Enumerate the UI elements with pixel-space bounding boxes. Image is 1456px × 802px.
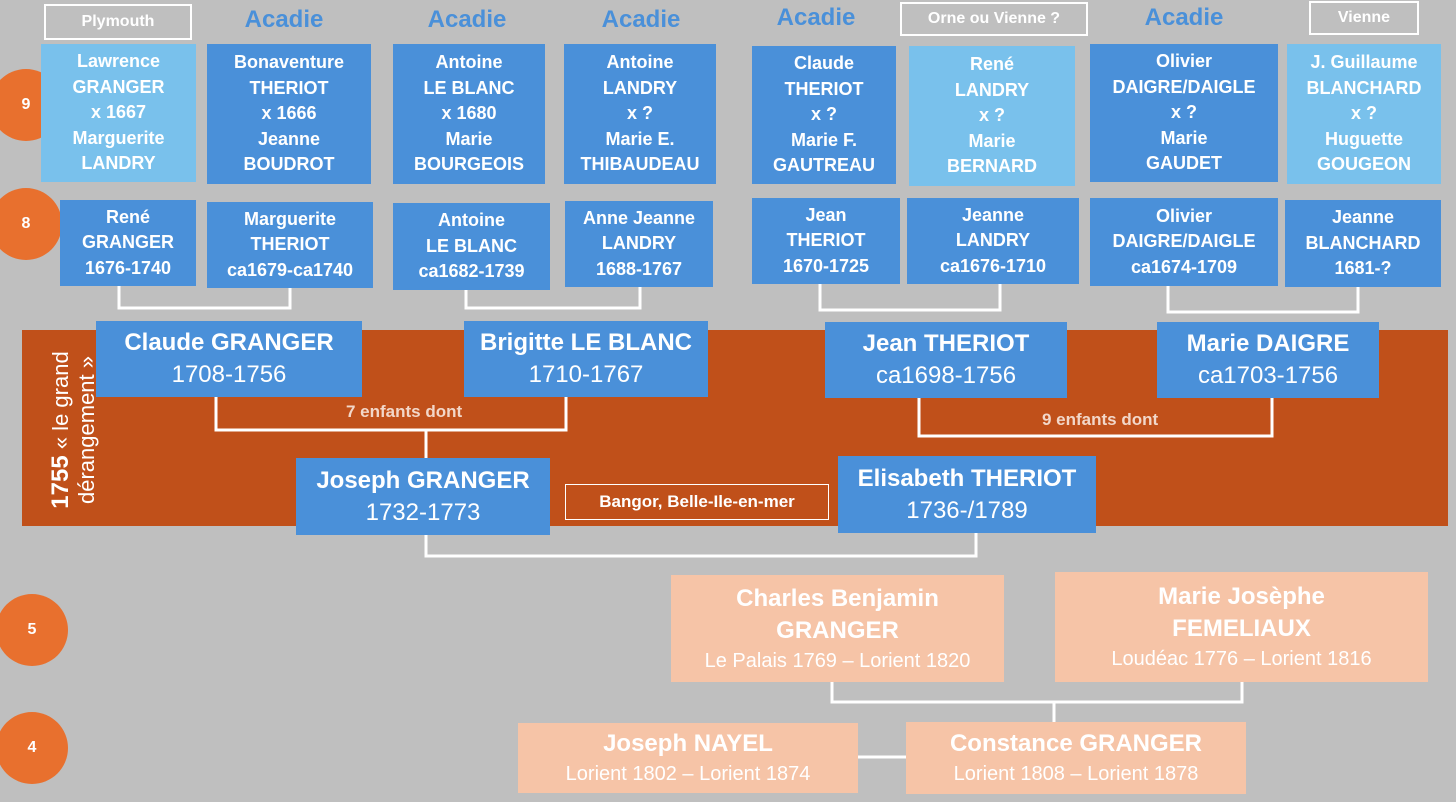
origin-acadie-1: Acadie bbox=[244, 6, 324, 33]
origin-acadie-3: Acadie bbox=[601, 6, 681, 33]
origin-acadie-5: Acadie bbox=[1144, 4, 1224, 31]
origin-orne-vienne: Orne ou Vienne ? bbox=[900, 2, 1088, 36]
band-text-1: « le grand bbox=[48, 351, 73, 450]
bangor-location-box: Bangor, Belle-Ile-en-mer bbox=[565, 484, 829, 520]
origin-acadie-2: Acadie bbox=[427, 6, 507, 33]
children-note-right: 9 enfants dont bbox=[1042, 410, 1159, 429]
origin-plymouth: Plymouth bbox=[44, 4, 192, 40]
generation-4-badge: 4 bbox=[0, 712, 68, 784]
generation-5-badge: 5 bbox=[0, 594, 68, 666]
generation-8-badge: 8 bbox=[0, 188, 62, 260]
band-label: 1755 « le grand dérangement » bbox=[47, 320, 100, 540]
band-year: 1755 bbox=[47, 455, 74, 509]
origin-vienne: Vienne bbox=[1309, 1, 1419, 35]
children-note-left: 7 enfants dont bbox=[346, 402, 463, 421]
origin-acadie-4: Acadie bbox=[776, 4, 856, 31]
